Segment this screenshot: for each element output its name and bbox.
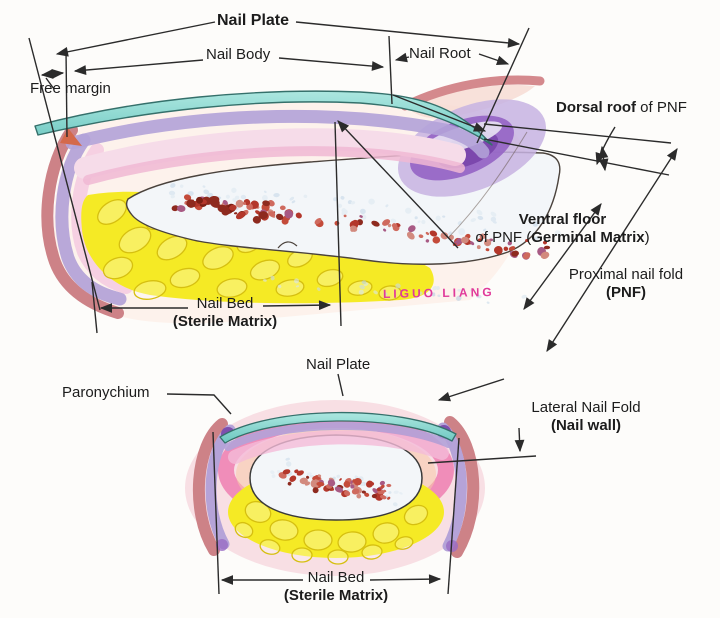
nail-plate-text: Nail Plate	[217, 12, 290, 29]
nail-plate-label-bottom: Nail Plate	[306, 356, 370, 374]
ventral-floor-post-text: )	[644, 229, 650, 246]
bone-marrow-dense-cluster	[186, 195, 269, 224]
free-margin-boundary-tick	[65, 49, 68, 138]
dorsal-roof-hook-arrow	[595, 126, 616, 166]
fat-cells	[97, 199, 402, 301]
ventral-floor-leader	[337, 120, 459, 249]
pnf-span-inner	[523, 203, 602, 310]
cs-nail-plate-text: Nail Plate	[306, 356, 371, 373]
leader-lines	[28, 21, 678, 595]
cs-bed-right-boundary	[447, 437, 460, 595]
nail-bed-arrow-right	[262, 300, 332, 311]
nail-root-bracket-left	[394, 52, 410, 63]
nail-body-label: Nail Body	[206, 46, 270, 64]
nail-bed-label-top: Nail Bed (Sterile Matrix)	[140, 295, 310, 331]
left-boundary-slant	[28, 37, 101, 311]
proximal-nail-fold-text: Proximal nail fold	[568, 266, 684, 283]
paronychium-label: Paronychium	[62, 384, 150, 402]
cs-underplate-lavender	[224, 422, 452, 451]
cs-left-fold-base	[216, 539, 228, 551]
body-root-tick	[388, 35, 393, 105]
proximal-nail-fold-label: Proximal nail fold (PNF)	[551, 266, 701, 302]
dorsal-roof-upper-line	[483, 123, 672, 144]
lateral-nail-fold-text: Lateral Nail Fold	[531, 399, 641, 416]
cs-nail-bed-arrow-right	[369, 574, 442, 585]
sterile-matrix-text-top: (Sterile Matrix)	[172, 313, 278, 330]
underplate-pale-band	[74, 128, 466, 179]
free-margin-arrow-right	[50, 69, 65, 79]
nail-bed-text-top: Nail Bed	[196, 295, 254, 312]
free-margin-text: Free margin	[30, 80, 111, 97]
paronychium-text: Paronychium	[62, 384, 150, 401]
cs-bone-marrow-stipple	[278, 469, 392, 501]
nail-body-bracket-right	[278, 57, 385, 71]
pnf-span-outer	[546, 147, 678, 353]
lateral-nail-fold-label: Lateral Nail Fold (Nail wall)	[497, 399, 675, 435]
nail-plate-bracket-left	[55, 21, 216, 57]
nail-bed-right-boundary	[334, 121, 342, 327]
germinal-matrix-text: Germinal Matrix	[531, 229, 645, 246]
dorsal-roof-bold-text: Dorsal roof	[556, 99, 637, 116]
cs-fat-cells	[234, 500, 429, 565]
nail-bed-label-bottom: Nail Bed (Sterile Matrix)	[251, 569, 421, 605]
bone-marrow-stipple	[171, 194, 551, 260]
paronychium-leader	[166, 393, 232, 415]
free-margin-tick	[45, 77, 55, 90]
free-margin-label: Free margin	[30, 80, 111, 98]
nail-root-label: Nail Root	[409, 45, 471, 63]
lateral-fold-lower-line	[427, 455, 537, 464]
cs-left-fold-rose	[192, 418, 228, 556]
nail-plate-shape	[34, 90, 493, 146]
ventral-floor-bold-text: Ventral floor	[518, 211, 607, 228]
nail-root-text: Nail Root	[409, 45, 471, 62]
ventral-floor-label: Ventral floor of PNF (Germinal Matrix)	[455, 211, 670, 247]
nail-bed-left-tick	[91, 281, 98, 334]
cs-underplate-pink	[228, 430, 449, 464]
sterile-matrix-text-bottom: (Sterile Matrix)	[283, 587, 389, 604]
underplate-pink-band	[83, 146, 465, 185]
lateral-fold-span-arrow	[514, 427, 525, 453]
signature-text: LIGUO LIANG	[382, 285, 495, 301]
lateral-fold-upper-leader	[437, 378, 505, 402]
pnf-abbrev-text: (PNF)	[606, 284, 646, 301]
nail-bed-text-bottom: Nail Bed	[307, 569, 365, 586]
dorsal-roof-label: Dorsal roof of PNF	[556, 99, 687, 117]
nail-plate-label-top: Nail Plate	[217, 11, 289, 30]
underplate-lavender-band	[65, 109, 490, 159]
cs-nail-plate-leader	[337, 373, 344, 397]
matrix-boundary-arc	[447, 131, 528, 239]
cross-section-view	[185, 400, 485, 576]
ventral-floor-pre-text: of PNF (	[475, 229, 532, 246]
fingertip-rose-skin	[41, 124, 124, 319]
nail-body-bracket-left	[73, 59, 204, 75]
nail-wall-text: (Nail wall)	[550, 417, 621, 434]
cs-right-fold-rose	[444, 416, 480, 558]
bone-notch	[277, 241, 298, 249]
nail-body-text: Nail Body	[206, 46, 271, 63]
cs-bed-left-boundary	[212, 431, 220, 595]
artist-signature: LIGUO LIANG	[383, 285, 495, 301]
nail-root-bracket-right	[478, 53, 510, 66]
nail-root-leader	[392, 94, 487, 132]
fingertip-lavender-layer	[55, 133, 127, 306]
cs-nail-plate-shape	[219, 411, 457, 444]
nail-plate-bracket-right	[295, 21, 521, 48]
sagittal-view	[34, 75, 561, 324]
dorsal-roof-rest-text: of PNF	[636, 99, 687, 116]
hyponychium	[60, 128, 82, 146]
dorsal-roof-span-arrow	[598, 145, 609, 172]
